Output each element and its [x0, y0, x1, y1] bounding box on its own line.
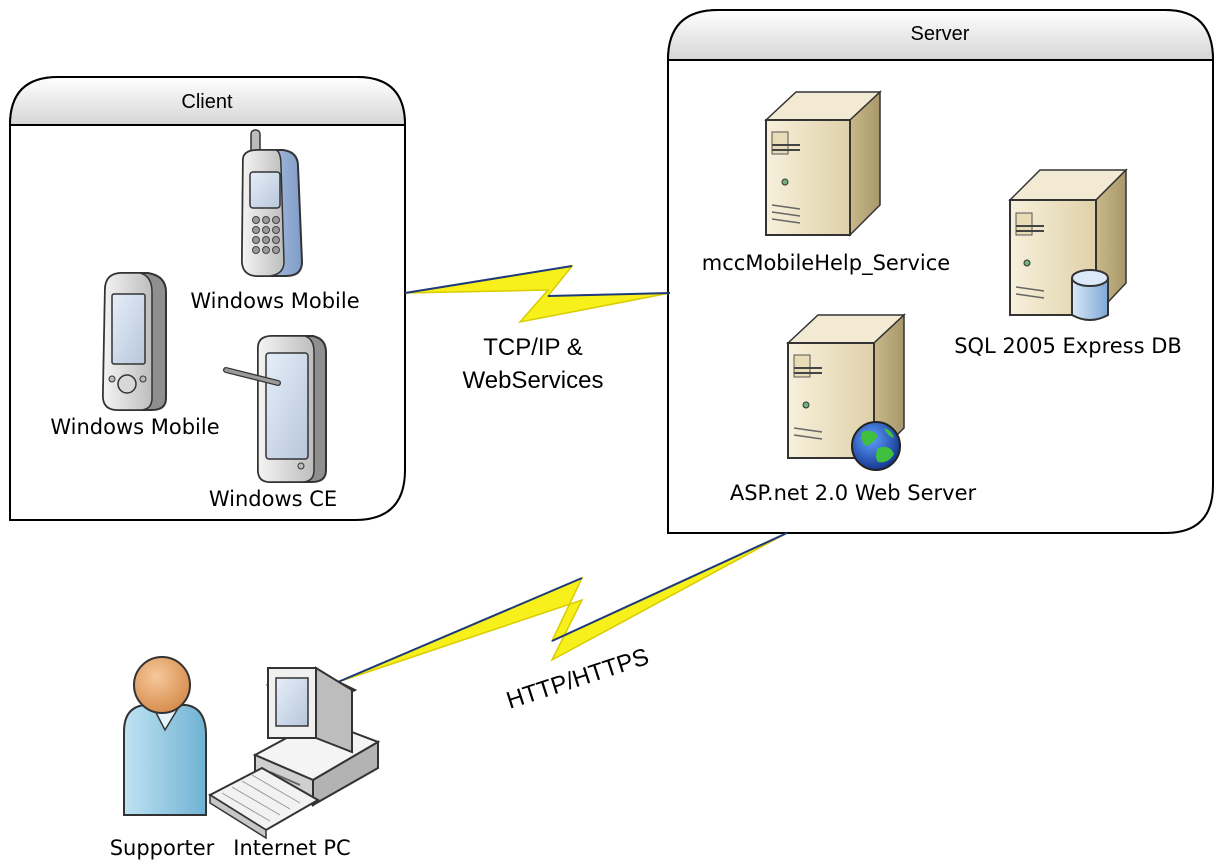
client-server-link-label-1: TCP/IP & [483, 334, 583, 361]
phone-label: Windows Mobile [190, 289, 359, 313]
lightning-bolt-icon [337, 532, 788, 683]
database-server-icon [1008, 168, 1128, 321]
web-server-icon [786, 313, 906, 471]
server-group-title: Server [911, 23, 970, 45]
server-pc-link: HTTP/HTTPS [337, 532, 788, 715]
internet-pc-label: Internet PC [233, 836, 350, 860]
tablet-label: Windows CE [209, 487, 337, 511]
user-icon [123, 656, 207, 816]
client-server-link: TCP/IP & WebServices [404, 264, 671, 394]
server-pc-link-label: HTTP/HTTPS [503, 643, 652, 714]
desktop-computer-icon [207, 666, 381, 840]
pda-icon [101, 272, 167, 411]
database-label: SQL 2005 Express DB [954, 334, 1182, 358]
supporter-label: Supporter [110, 836, 215, 860]
service-label: mccMobileHelp_Service [702, 251, 950, 276]
cell-phone-icon [240, 129, 304, 277]
server-tower-icon [764, 90, 882, 237]
client-group-title: Client [181, 91, 233, 113]
client-server-link-label-2: WebServices [463, 367, 604, 394]
globe-icon [851, 421, 901, 471]
pda-label: Windows Mobile [50, 415, 219, 439]
tablet-pc-icon [223, 335, 327, 483]
webserver-label: ASP.net 2.0 Web Server [730, 481, 977, 505]
